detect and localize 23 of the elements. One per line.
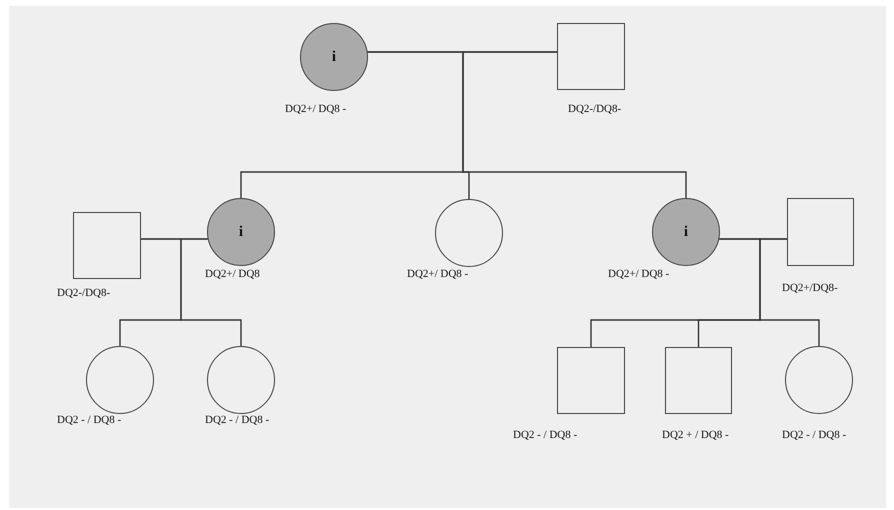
genotype-label: DQ2 - / DQ8 - — [205, 414, 270, 427]
genotype-label: DQ2-/DQ8- — [568, 103, 622, 116]
genotype-label: DQ2 - / DQ8 - — [57, 414, 122, 427]
pedigree-line — [180, 238, 242, 346]
male-square — [665, 347, 732, 414]
pedigree-line — [759, 238, 820, 346]
genotype-label: DQ2 - / DQ8 - — [782, 429, 846, 442]
genotype-label: DQ2+/ DQ8 - — [608, 268, 670, 281]
genotype-label: DQ2 + / DQ8 - — [662, 429, 729, 442]
male-square — [557, 347, 625, 414]
affected-mark: i — [238, 224, 244, 240]
affected-mark: i — [684, 224, 688, 240]
male-square — [787, 198, 854, 266]
genotype-label: DQ2 - / DQ8 - — [513, 429, 578, 442]
genotype-label: DQ2-/DQ8- — [57, 287, 110, 300]
male-square — [557, 23, 625, 90]
pedigree-line — [462, 51, 687, 198]
genotype-label: DQ2+/ DQ8 - — [407, 268, 468, 281]
affected-mark: i — [332, 48, 336, 66]
genotype-label: DQ2+/ DQ8 - — [285, 103, 346, 116]
genotype-label: DQ2+/ DQ8 — [205, 268, 260, 281]
male-square — [73, 212, 141, 279]
genotype-label: DQ2+/DQ8- — [782, 282, 838, 295]
